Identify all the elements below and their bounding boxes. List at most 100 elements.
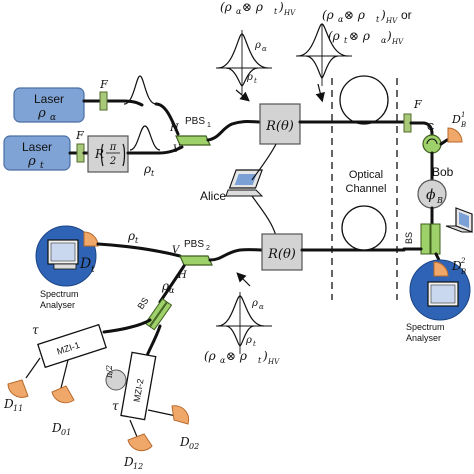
alice-control-bottom xyxy=(251,195,277,237)
bottom-state-b: t xyxy=(258,356,262,365)
pbs1-h: H xyxy=(169,123,179,134)
filter-bob: F xyxy=(403,98,422,133)
top-state-2-suffix: ) xyxy=(380,8,386,22)
top-state-1-sub: HV xyxy=(283,9,296,17)
detector-d11: D 11 xyxy=(3,379,29,413)
alice-control-top xyxy=(251,143,277,181)
d02-sub: 02 xyxy=(189,442,199,451)
phase-modulator: ϕ B xyxy=(417,179,447,209)
d01-sub: 01 xyxy=(61,428,71,437)
fiber-spool-top xyxy=(339,75,389,125)
top-state-1-a: α xyxy=(236,7,242,16)
alice-label: Alice xyxy=(200,189,226,203)
circulator-label: C xyxy=(427,122,434,133)
pbs1-sub: 1 xyxy=(207,122,211,129)
mzi2-tau: τ xyxy=(112,399,119,413)
laser-alpha-sub: α xyxy=(50,113,56,123)
alice-beam-splitter xyxy=(144,298,173,331)
bottom-state: (ρ α ⊗ ρ t ) HV xyxy=(204,349,280,366)
top-state-3: (ρ t ⊗ ρ α ) HV xyxy=(328,29,404,46)
db1-sub: B xyxy=(460,121,466,129)
db2-symbol: D xyxy=(451,259,462,273)
inset1-alpha-sub: α xyxy=(262,45,267,53)
top-state-1-prefix: (ρ xyxy=(220,0,232,14)
r-theta-bottom-label: R(θ) xyxy=(267,247,296,262)
inset-bottom-alpha-sub: α xyxy=(259,303,264,311)
inset-bottom-rho-alpha: ρ xyxy=(251,298,258,309)
pbs2-h: H xyxy=(177,270,187,281)
alice-bs-label: BS xyxy=(135,296,150,312)
filter-alpha: F xyxy=(99,78,108,111)
fiber-bs-to-mzi1 xyxy=(102,318,152,334)
pbs2-v: V xyxy=(172,245,181,256)
top-state-1-b: t xyxy=(274,7,278,16)
laser-t: Laser ρ t xyxy=(3,135,71,171)
top-state-3-sub: HV xyxy=(391,38,404,46)
arrow-inset1 xyxy=(235,89,250,102)
fiber-dt-to-pbs2 xyxy=(96,242,182,258)
inset1-rho-alpha: ρ xyxy=(254,40,261,51)
mzi2-out-a xyxy=(147,409,177,417)
inset-bottom-t-sub: t xyxy=(253,340,256,348)
pbs2: V H PBS 2 xyxy=(172,239,213,281)
fiber-rotator-to-pbs1 xyxy=(126,145,184,155)
pulse-t xyxy=(129,125,161,151)
spectrum-left-line1: Spectrum xyxy=(40,289,79,299)
rotator-half-pi: R π 2 xyxy=(87,135,129,173)
rho-t-bottom: ρ xyxy=(127,229,135,243)
filter-t-label: F xyxy=(75,129,84,142)
half-pi-label: π/2 xyxy=(105,365,114,379)
pbs2-label: PBS xyxy=(184,239,204,250)
top-state-3-prefix: (ρ xyxy=(328,29,340,43)
r-theta-bottom: R(θ) xyxy=(261,233,303,271)
rho-t-under-rotator-sub: t xyxy=(151,169,155,178)
inset1-rho-t: ρ xyxy=(246,72,253,83)
rho-t-under-rotator: ρ xyxy=(143,162,151,176)
mzi-2: MZI-2 xyxy=(120,351,157,421)
d12-symbol: D xyxy=(123,455,134,469)
pbs1-v: V xyxy=(173,144,182,155)
top-state-2-prefix: (ρ xyxy=(322,8,334,22)
mzi1-out-b xyxy=(59,359,69,393)
pulse-alpha xyxy=(123,75,157,105)
fiber-filter-to-circulator xyxy=(409,121,434,136)
top-state-3-a: t xyxy=(344,36,348,45)
rho-alpha-bottom: ρ xyxy=(161,279,169,293)
mzi1-out-a xyxy=(25,357,41,379)
d02-symbol: D xyxy=(179,435,190,449)
laser-t-sub: t xyxy=(40,161,44,171)
mzi-1: MZI-1 xyxy=(37,323,107,369)
top-state-2: (ρ α ⊗ ρ t ) HV or xyxy=(322,8,412,25)
phase-symbol: ϕ xyxy=(426,187,436,203)
fiber-spool-bottom xyxy=(341,205,387,251)
arrow-bottom-inset xyxy=(236,272,251,287)
top-pulse-inset-2 xyxy=(296,23,352,86)
d11-symbol: D xyxy=(3,397,14,411)
filter-bob-label: F xyxy=(413,98,422,111)
top-state-2-mid: ⊗ ρ xyxy=(344,8,365,22)
fiber-alpha-to-pbs1 xyxy=(154,102,180,136)
db1-sup: 1 xyxy=(461,111,465,119)
rho-t-bottom-sub: t xyxy=(135,236,139,245)
top-state-2-sub: HV xyxy=(385,17,398,25)
detector-db1: D B 1 xyxy=(447,111,466,143)
dt-symbol: D xyxy=(79,256,91,272)
laser-alpha: Laser ρ α xyxy=(13,87,85,123)
spectrum-analyser-right: D B 2 Spectrum Analyser xyxy=(406,257,471,343)
top-state-2-b: t xyxy=(376,15,380,24)
d11-sub: 11 xyxy=(13,404,23,413)
d12-sub: 12 xyxy=(133,462,143,471)
arrow-inset2 xyxy=(315,83,325,103)
top-state-1-mid: ⊗ ρ xyxy=(242,0,263,14)
filter-alpha-label: F xyxy=(99,78,108,91)
filter-t: F xyxy=(75,129,85,163)
optical-channel-line1: Optical xyxy=(349,169,383,181)
fiber-alpha-to-pulse xyxy=(106,99,144,107)
fiber-pbs1-to-rtheta xyxy=(206,120,264,142)
detector-d02: D 02 xyxy=(171,405,199,451)
rho-alpha-bottom-sub: α xyxy=(169,286,175,295)
bottom-state-prefix: (ρ xyxy=(204,349,216,363)
r-theta-top: R(θ) xyxy=(259,103,301,145)
spectrum-right-line2: Analyser xyxy=(406,333,441,343)
bottom-pulse-inset: ρ α ρ t xyxy=(216,292,272,354)
